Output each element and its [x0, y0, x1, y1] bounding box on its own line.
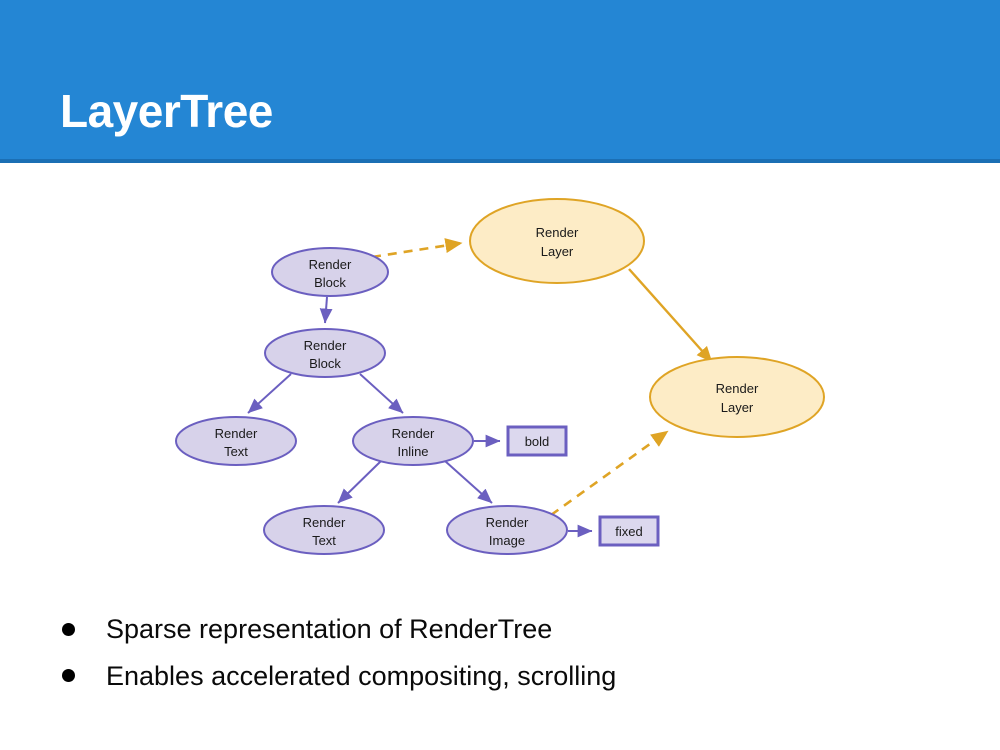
render-layer-1-shape — [469, 198, 645, 284]
render-block-2-shape — [264, 328, 386, 378]
edge-block-to-text — [247, 373, 292, 414]
attr-fixed-label: fixed — [615, 524, 642, 539]
render-text-2-shape — [263, 505, 385, 555]
node-render-layer-2[interactable]: Render Layer — [649, 356, 825, 438]
node-render-text-1[interactable]: Render Text — [175, 416, 297, 466]
render-image-shape — [446, 505, 568, 555]
attr-bold-shape — [506, 425, 568, 457]
render-text-2-label-line2: Text — [312, 533, 336, 548]
bullet-dot-icon — [62, 622, 75, 636]
render-block-1-shape — [271, 247, 389, 297]
render-image-label-line1: Render — [486, 515, 529, 530]
render-layer-2-label-line2: Layer — [721, 400, 754, 415]
bullet-item-1-text: Sparse representation of RenderTree — [106, 614, 553, 644]
render-text-1-shape — [175, 416, 297, 466]
node-render-text-2[interactable]: Render Text — [263, 505, 385, 555]
node-render-layer-1[interactable]: Render Layer — [469, 198, 645, 284]
render-layer-2-shape — [649, 356, 825, 438]
render-block-2-label-line2: Block — [309, 356, 341, 371]
page-title: LayerTree — [60, 85, 273, 137]
node-attr-fixed[interactable]: fixed — [598, 515, 660, 547]
bullet-item-1: Sparse representation of RenderTree — [56, 612, 956, 647]
node-render-inline[interactable]: Render Inline — [352, 416, 474, 466]
render-layer-1-label-line1: Render — [536, 225, 579, 240]
node-render-image[interactable]: Render Image — [446, 505, 568, 555]
render-image-label-line2: Image — [489, 533, 525, 548]
render-layer-2-label-line1: Render — [716, 381, 759, 396]
render-text-1-label-line1: Render — [215, 426, 258, 441]
edge-render-image-to-render-layer — [550, 429, 669, 517]
node-attr-bold[interactable]: bold — [506, 425, 568, 457]
attr-bold-label: bold — [525, 434, 550, 449]
bullet-list: Sparse representation of RenderTree Enab… — [56, 612, 956, 705]
render-block-1-label-line1: Render — [309, 257, 352, 272]
edge-inline-to-text — [337, 460, 382, 504]
bullet-dot-icon — [62, 669, 75, 683]
render-block-2-label-line1: Render — [304, 338, 347, 353]
render-inline-label-line2: Inline — [397, 444, 428, 459]
node-render-block-1[interactable]: Render Block — [271, 247, 389, 297]
render-layer-1-label-line2: Layer — [541, 244, 574, 259]
diagram-edges — [247, 238, 713, 538]
slide-header-banner: LayerTree — [0, 0, 1000, 163]
node-render-block-2[interactable]: Render Block — [264, 328, 386, 378]
edge-render-layer-to-render-layer — [628, 268, 713, 363]
render-inline-label-line1: Render — [392, 426, 435, 441]
edge-block-to-inline — [359, 373, 404, 414]
render-block-1-label-line2: Block — [314, 275, 346, 290]
edge-render-block-to-render-layer — [371, 238, 463, 259]
render-text-1-label-line2: Text — [224, 444, 248, 459]
edge-inline-to-image — [444, 460, 493, 504]
attr-fixed-shape — [598, 515, 660, 547]
render-text-2-label-line1: Render — [303, 515, 346, 530]
layer-tree-diagram: Render Layer Render Layer Render Block R… — [0, 163, 1000, 593]
edge-block-to-block — [319, 296, 333, 324]
bullet-item-2-text: Enables accelerated compositing, scrolli… — [106, 660, 617, 691]
render-inline-shape — [352, 416, 474, 466]
bullet-item-2: Enables accelerated compositing, scrolli… — [56, 659, 956, 694]
